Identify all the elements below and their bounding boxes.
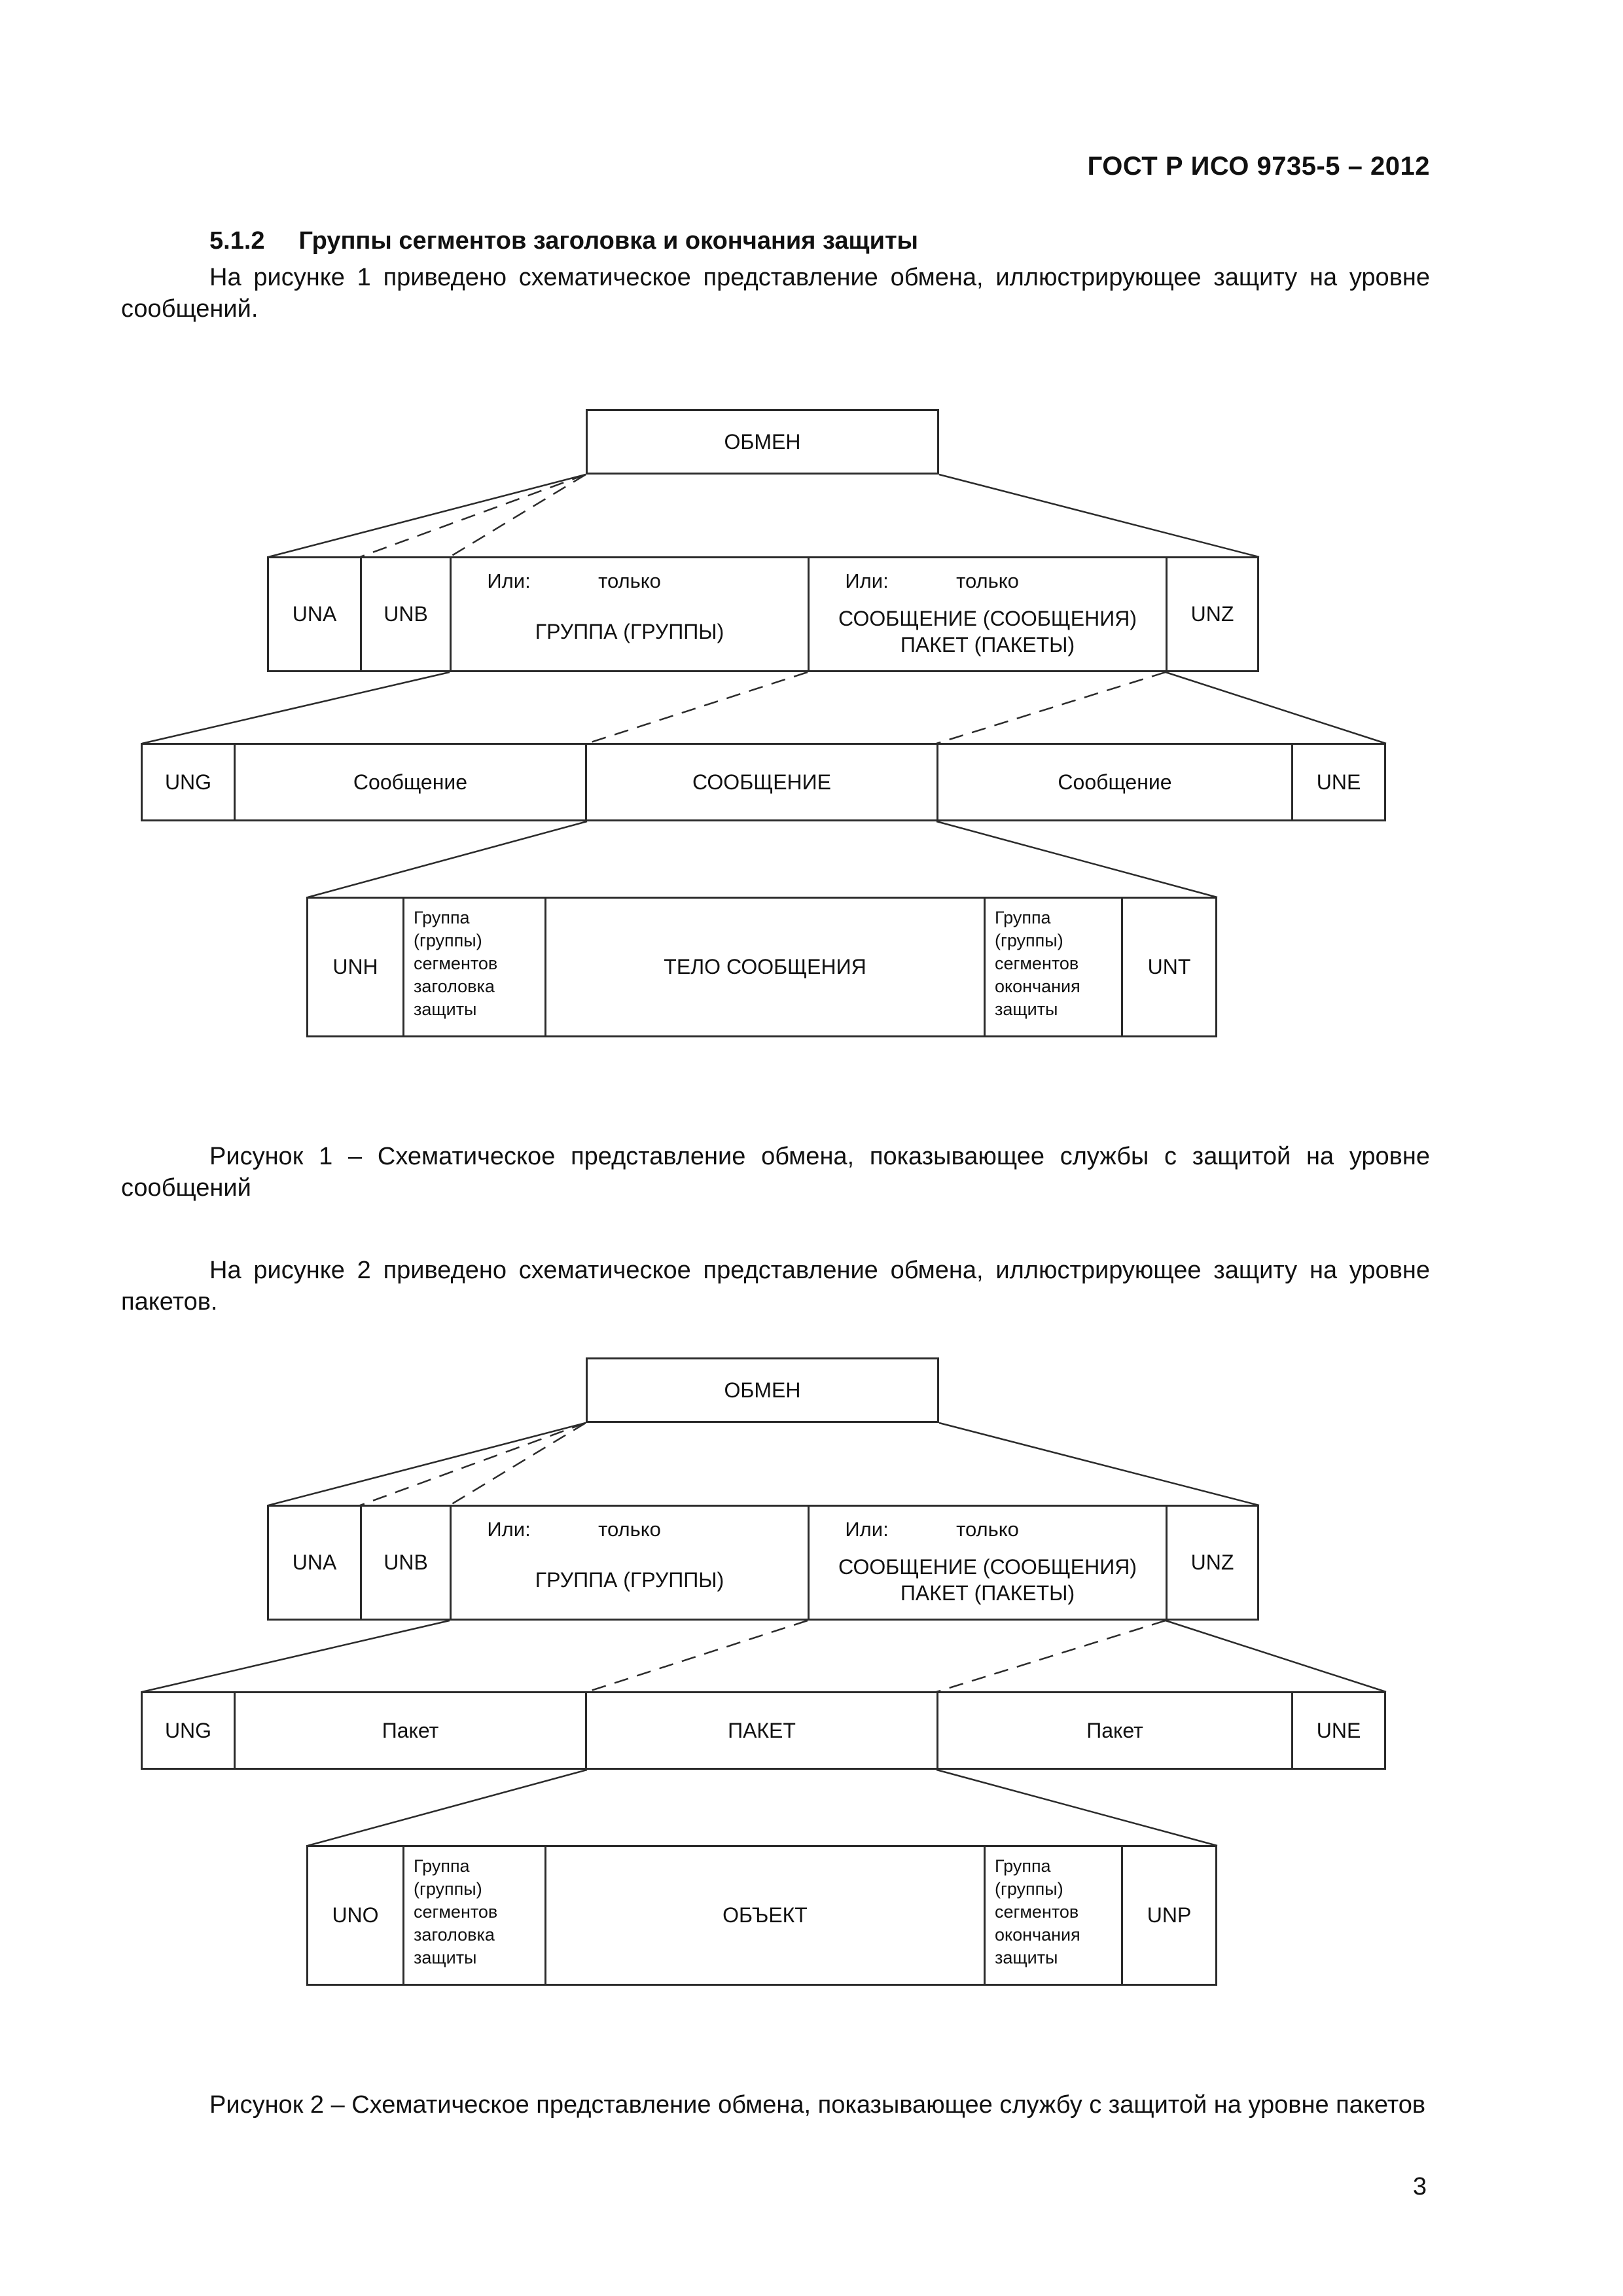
fig1-ung-box: UNG bbox=[141, 742, 236, 821]
fig1-message-body-box: ТЕЛО СООБЩЕНИЯ bbox=[544, 896, 986, 1037]
fig2-message-or-line: Или: только bbox=[810, 1517, 1166, 1549]
fig2-level2-row: UNA UNB Или: только ГРУППА (ГРУППЫ) Или:… bbox=[267, 1504, 1259, 1621]
fig1-level4-row: UNH Группа (группы) сегментов заголовка … bbox=[306, 896, 1217, 1037]
intro-paragraph-1: На рисунке 1 приведено схематическое пре… bbox=[121, 264, 1430, 323]
fig2-security-trailer-group-box: Группа (группы) сегментов окончания защи… bbox=[984, 1844, 1123, 1986]
page-content: ГОСТ Р ИСО 9735-5 – 2012 5.1.2 Группы сег… bbox=[121, 152, 1430, 2121]
fig1-message-label: СООБЩЕНИЕ (СООБЩЕНИЯ) ПАКЕТ (ПАКЕТЫ) bbox=[838, 607, 1137, 656]
fig1-group-label: ГРУППА (ГРУППЫ) bbox=[535, 620, 724, 643]
fig1-unb-box: UNB bbox=[360, 556, 452, 672]
or-label: Или: bbox=[487, 1517, 531, 1541]
figure-2-caption: Рисунок 2 – Схематическое представление … bbox=[209, 2090, 1426, 2119]
intro-paragraph-2: На рисунке 2 приведено схематическое пре… bbox=[121, 1257, 1430, 1316]
page-number: 3 bbox=[1412, 2173, 1427, 2200]
fig2-packet-right-box: Пакет bbox=[936, 1691, 1293, 1770]
fig2-object-box: ОБЪЕКТ bbox=[544, 1844, 986, 1986]
document-header: ГОСТ Р ИСО 9735-5 – 2012 bbox=[1087, 152, 1430, 181]
fig1-message-left-box: Сообщение bbox=[234, 742, 587, 821]
fig1-level2-row: UNA UNB Или: только ГРУППА (ГРУППЫ) Или:… bbox=[267, 556, 1259, 672]
fig2-message-label: СООБЩЕНИЕ (СООБЩЕНИЯ) ПАКЕТ (ПАКЕТЫ) bbox=[838, 1555, 1137, 1605]
fig1-unh-box: UNH bbox=[306, 896, 404, 1037]
fig2-group-label: ГРУППА (ГРУППЫ) bbox=[535, 1568, 724, 1592]
fig1-message-center-box: СООБЩЕНИЕ bbox=[585, 742, 938, 821]
fig1-una-box: UNA bbox=[267, 556, 362, 672]
or-label: Или: bbox=[845, 569, 889, 592]
fig2-unp-box: UNP bbox=[1121, 1844, 1217, 1986]
fig2-level4-row: UNO Группа (группы) сегментов заголовка … bbox=[306, 1844, 1217, 1986]
fig1-level3-row: UNG Сообщение СООБЩЕНИЕ Сообщение UNE bbox=[141, 742, 1386, 821]
section-title: Группы сегментов заголовка и окончания з… bbox=[298, 227, 919, 255]
only-label: только bbox=[598, 569, 661, 592]
only-label: только bbox=[598, 1517, 661, 1541]
or-label: Или: bbox=[845, 1517, 889, 1541]
or-label: Или: bbox=[487, 569, 531, 592]
fig1-group-box: Или: только ГРУППА (ГРУППЫ) bbox=[450, 556, 810, 672]
fig1-une-box: UNE bbox=[1291, 742, 1386, 821]
fig1-message-or-line: Или: только bbox=[810, 569, 1166, 600]
figure-1-connector-lines bbox=[141, 473, 1387, 898]
fig2-unb-box: UNB bbox=[360, 1504, 452, 1621]
fig1-group-or-line: Или: только bbox=[452, 569, 808, 600]
figure-1-caption: Рисунок 1 – Схематическое представление … bbox=[121, 1142, 1430, 1202]
fig2-une-box: UNE bbox=[1291, 1691, 1386, 1770]
fig2-message-packet-box: Или: только СООБЩЕНИЕ (СООБЩЕНИЯ) ПАКЕТ … bbox=[808, 1504, 1168, 1621]
section-heading: 5.1.2 Группы сегментов заголовка и оконча… bbox=[121, 227, 1430, 255]
fig2-packet-center-box: ПАКЕТ bbox=[585, 1691, 938, 1770]
fig2-unz-box: UNZ bbox=[1166, 1504, 1259, 1621]
figure-1-diagram: ОБМЕН UNA UNB Или: только ГРУППА (ГРУППЫ… bbox=[121, 403, 1430, 1044]
fig2-ung-box: UNG bbox=[141, 1691, 236, 1770]
fig2-una-box: UNA bbox=[267, 1504, 362, 1621]
only-label: только bbox=[956, 1517, 1019, 1541]
fig1-unt-box: UNT bbox=[1121, 896, 1217, 1037]
fig1-interchange-box: ОБМЕН bbox=[586, 408, 939, 475]
fig2-level3-row: UNG Пакет ПАКЕТ Пакет UNE bbox=[141, 1691, 1386, 1770]
fig2-uno-box: UNO bbox=[306, 1844, 404, 1986]
fig1-message-packet-box: Или: только СООБЩЕНИЕ (СООБЩЕНИЯ) ПАКЕТ … bbox=[808, 556, 1168, 672]
section-number: 5.1.2 bbox=[209, 227, 265, 255]
fig1-security-header-group-box: Группа (группы) сегментов заголовка защи… bbox=[402, 896, 546, 1037]
fig2-security-header-group-box: Группа (группы) сегментов заголовка защи… bbox=[402, 1844, 546, 1986]
figure-2-diagram: ОБМЕН UNA UNB Или: только ГРУППА (ГРУППЫ… bbox=[121, 1351, 1430, 1992]
fig1-message-right-box: Сообщение bbox=[936, 742, 1293, 821]
fig2-group-or-line: Или: только bbox=[452, 1517, 808, 1549]
only-label: только bbox=[956, 569, 1019, 592]
fig1-unz-box: UNZ bbox=[1166, 556, 1259, 672]
fig1-security-trailer-group-box: Группа (группы) сегментов окончания защи… bbox=[984, 896, 1123, 1037]
fig2-packet-left-box: Пакет bbox=[234, 1691, 587, 1770]
fig2-group-box: Или: только ГРУППА (ГРУППЫ) bbox=[450, 1504, 810, 1621]
figure-2-connector-lines bbox=[141, 1422, 1387, 1846]
fig2-interchange-box: ОБМЕН bbox=[586, 1357, 939, 1423]
